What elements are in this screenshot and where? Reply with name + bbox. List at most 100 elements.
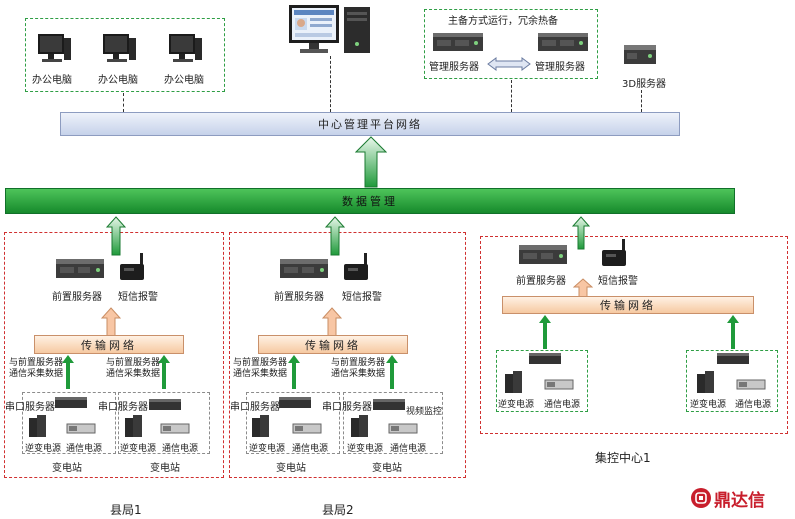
county2-region — [229, 232, 466, 478]
comm-power-icon — [388, 423, 418, 434]
substation-label: 变电站 — [372, 463, 402, 474]
brand-logo-icon — [691, 488, 711, 508]
inverter-power-icon — [351, 415, 368, 437]
uplink-arrow-icon — [727, 315, 739, 349]
uplink-arrow-icon — [288, 355, 300, 389]
county2-transport-bar: 传输网络 — [258, 335, 408, 354]
inverter-power-icon — [29, 415, 46, 437]
data-management-label: 数据管理 — [342, 195, 398, 208]
serial-server-icon — [149, 399, 181, 410]
workstation-icon — [289, 5, 370, 53]
sms-alarm-modem-icon — [344, 253, 368, 280]
frontend-server-icon — [519, 245, 567, 264]
connector-line — [123, 93, 124, 112]
substation-box — [686, 350, 778, 412]
central-platform-network-bar: 中心管理平台网络 — [60, 112, 680, 136]
uplink-arrow-icon — [322, 307, 342, 337]
inverter-power-icon — [252, 415, 269, 437]
uplink-arrow-icon — [101, 307, 121, 337]
office-pc-label: 办公电脑 — [98, 75, 138, 86]
comm-power-icon — [736, 379, 766, 390]
collect-note: 与前置服务器通信采集数据 — [106, 358, 161, 379]
comm-power-label: 通信电源 — [292, 444, 329, 454]
mgmt-server-icon — [433, 33, 483, 51]
substation-label: 变电站 — [150, 463, 180, 474]
comm-power-label: 通信电源 — [735, 400, 772, 410]
substation-box — [118, 392, 210, 454]
transport-label: 传输网络 — [305, 338, 361, 352]
inverter-power-label: 逆变电源 — [690, 400, 727, 410]
frontend-server-icon — [56, 259, 104, 278]
inverter-power-icon — [505, 371, 522, 393]
office-pc-icon — [103, 34, 136, 62]
video-monitor-label: 视频监控 — [406, 407, 443, 417]
office-pc-label: 办公电脑 — [164, 75, 204, 86]
collect-note: 与前置服务器通信采集数据 — [9, 358, 64, 379]
inverter-power-icon — [125, 415, 142, 437]
comm-power-label: 通信电源 — [544, 400, 581, 410]
frontend-server-label: 前置服务器 — [52, 292, 102, 303]
uplink-arrow-icon — [355, 136, 387, 188]
serial-server-label: 串口服务器 — [230, 402, 280, 413]
mgmt-server-group — [424, 9, 598, 79]
substation-label: 变电站 — [52, 463, 82, 474]
uplink-arrow-icon — [325, 216, 345, 256]
substation-box — [22, 392, 116, 454]
office-pc-icon — [38, 34, 71, 62]
substation-box — [496, 350, 588, 412]
connector-line — [641, 90, 642, 112]
county1-title: 县局1 — [110, 503, 142, 517]
comm-power-icon — [544, 379, 574, 390]
comm-power-label: 通信电源 — [390, 444, 427, 454]
comm-power-icon — [292, 423, 322, 434]
uplink-arrow-icon — [386, 355, 398, 389]
sms-alarm-modem-icon — [602, 239, 626, 266]
office-pc-group — [25, 18, 225, 92]
comm-power-icon — [160, 423, 190, 434]
inverter-power-label: 逆变电源 — [498, 400, 535, 410]
collect-note: 与前置服务器通信采集数据 — [233, 358, 288, 379]
mgmt-server-icon — [538, 33, 588, 51]
control-center-title: 集控中心1 — [595, 451, 651, 465]
inverter-power-icon — [697, 371, 714, 393]
serial-server-label: 串口服务器 — [322, 402, 372, 413]
frontend-server-label: 前置服务器 — [274, 292, 324, 303]
serial-server-icon — [529, 353, 561, 364]
serial-server-label: 串口服务器 — [98, 402, 148, 413]
uplink-arrow-icon — [573, 278, 593, 298]
redundancy-arrow-icon — [487, 57, 531, 71]
substation-label: 变电站 — [276, 463, 306, 474]
uplink-arrow-icon — [572, 216, 590, 250]
serial-server-icon — [717, 353, 749, 364]
serial-server-label: 串口服务器 — [5, 402, 55, 413]
substation-box — [246, 392, 340, 454]
standby-note: 主备方式运行，冗余热备 — [448, 16, 558, 27]
inverter-power-label: 逆变电源 — [347, 444, 384, 454]
inverter-power-label: 逆变电源 — [25, 444, 62, 454]
connector-line — [511, 80, 512, 112]
comm-power-label: 通信电源 — [162, 444, 199, 454]
3d-server-label: 3D服务器 — [622, 79, 667, 90]
transport-label: 传输网络 — [600, 299, 656, 312]
sms-alarm-label: 短信报警 — [598, 276, 638, 287]
3d-server-icon — [624, 45, 656, 64]
serial-server-icon — [55, 397, 87, 408]
sms-alarm-label: 短信报警 — [118, 292, 158, 303]
office-pc-label: 办公电脑 — [32, 75, 72, 86]
comm-power-icon — [66, 423, 96, 434]
sms-alarm-label: 短信报警 — [342, 292, 382, 303]
comm-power-label: 通信电源 — [66, 444, 103, 454]
mgmt-server-label: 管理服务器 — [535, 62, 585, 73]
data-management-bar: 数据管理 — [5, 188, 735, 214]
frontend-server-label: 前置服务器 — [516, 276, 566, 287]
mgmt-server-label: 管理服务器 — [429, 62, 479, 73]
sms-alarm-modem-icon — [120, 253, 144, 280]
collect-note: 与前置服务器通信采集数据 — [331, 358, 386, 379]
transport-label: 传输网络 — [81, 338, 137, 352]
inverter-power-label: 逆变电源 — [120, 444, 157, 454]
office-pc-icon — [169, 34, 202, 62]
connector-line — [330, 56, 331, 112]
uplink-arrow-icon — [158, 355, 170, 389]
uplink-arrow-icon — [539, 315, 551, 349]
inverter-power-label: 逆变电源 — [249, 444, 286, 454]
